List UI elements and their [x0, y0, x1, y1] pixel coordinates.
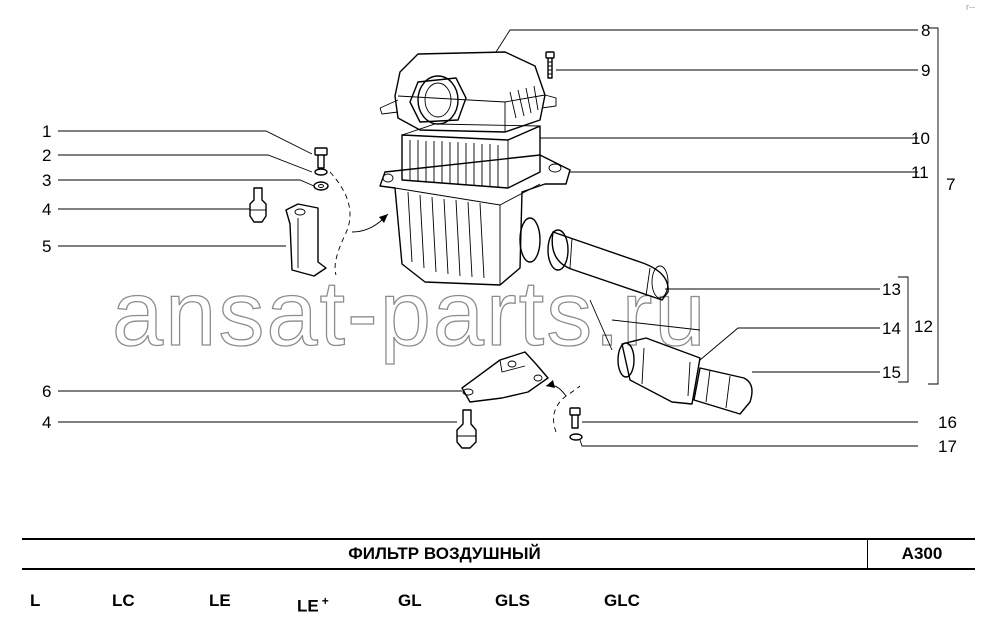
sleeve-part-14 [617, 337, 701, 405]
washer-part-17 [569, 433, 583, 441]
callout-13: 13 [882, 280, 901, 299]
callout-7: 7 [946, 175, 955, 194]
bolt-part-9 [545, 51, 555, 79]
bolt-part-16 [569, 407, 581, 429]
callout-10: 10 [911, 129, 930, 148]
callout-6: 6 [42, 382, 51, 401]
filter-element-part [401, 123, 541, 189]
intake-pipe-part-13 [547, 229, 669, 301]
variant-le-plus-suffix: + [321, 594, 329, 608]
callout-12: 12 [914, 317, 933, 336]
callout-4-upper: 4 [42, 200, 51, 219]
variant-gls: GLS [495, 591, 530, 610]
parts-diagram: ansat-parts.ru [42, 21, 957, 456]
callout-1: 1 [42, 122, 51, 141]
variant-l: L [30, 591, 41, 610]
callout-15: 15 [882, 363, 901, 382]
bracket-part-5 [285, 203, 327, 277]
callout-17: 17 [938, 437, 957, 456]
callout-2: 2 [42, 146, 51, 165]
callout-4-lower: 4 [42, 413, 51, 432]
washer-part-3 [313, 181, 329, 191]
variant-le-plus-base: LE [297, 596, 319, 616]
callout-9: 9 [921, 61, 930, 80]
callout-11: 11 [911, 163, 929, 182]
variant-glc: GLC [604, 591, 640, 610]
variant-gl: GL [398, 591, 422, 610]
variant-le-plus: LE+ [297, 590, 329, 618]
diagram-title: ФИЛЬТР ВОЗДУШНЫЙ [348, 544, 541, 563]
trim-variants-row: L LC LE LE+ GL GLS GLC [0, 590, 983, 616]
callout-16: 16 [938, 413, 957, 432]
lower-bracket-part-6 [461, 351, 549, 403]
filter-body-part [379, 154, 571, 286]
diagram-code: A300 [901, 544, 943, 563]
washer-part-2 [314, 168, 328, 176]
title-divider [867, 540, 868, 568]
corner-mark: r-- [966, 2, 975, 12]
callout-3: 3 [42, 171, 51, 190]
bolt-part-1 [314, 147, 328, 169]
callout-14: 14 [882, 319, 901, 338]
rubber-mount-part-4-upper [249, 187, 267, 223]
intake-part-15 [693, 367, 753, 415]
filter-cover-part [379, 51, 557, 133]
callout-5: 5 [42, 237, 51, 256]
title-bar: ФИЛЬТР ВОЗДУШНЫЙ A300 [22, 538, 975, 570]
variant-lc: LC [112, 591, 135, 610]
callout-8: 8 [921, 21, 930, 40]
variant-le: LE [209, 591, 231, 610]
rubber-mount-part-4-lower [456, 409, 477, 449]
watermark-text: ansat-parts.ru [112, 263, 708, 365]
